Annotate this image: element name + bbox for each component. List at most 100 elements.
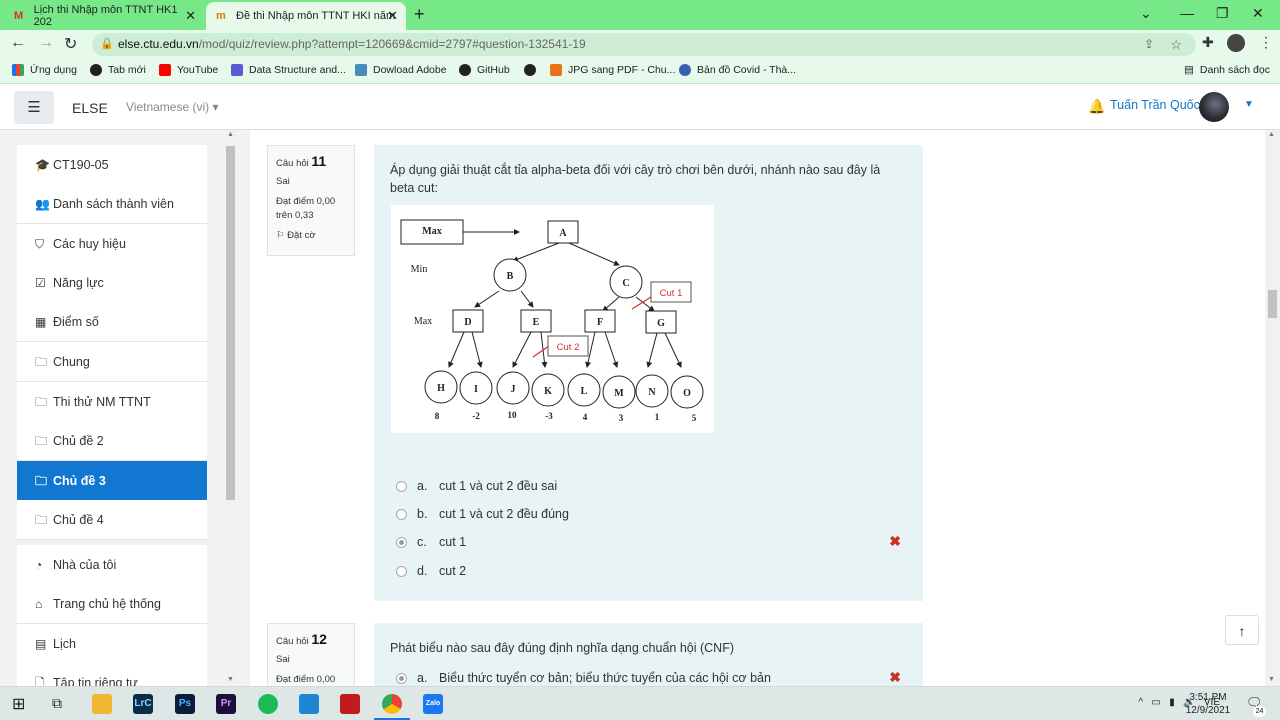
radio-button[interactable] [396, 565, 407, 577]
drawer-item-general[interactable]: 🗀Chung [17, 342, 207, 382]
avatar[interactable] [1199, 92, 1229, 122]
radio-button[interactable] [396, 508, 407, 520]
page-scrollbar[interactable] [1265, 130, 1280, 686]
drawer-item-practice[interactable]: 🗀Thi thử NM TTNT [17, 382, 207, 422]
chevron-up-icon[interactable]: ^ [1138, 697, 1144, 708]
bookmark-globe[interactable] [524, 64, 542, 76]
question-body: Phát biểu nào sau đây đúng định nghĩa dạ… [374, 623, 923, 686]
zalo-icon[interactable]: Zalo [423, 694, 443, 714]
browser-tab-active[interactable]: m Đề thi Nhập môn TTNT HKI năm ✕ [206, 2, 406, 30]
bookmark-data-structure[interactable]: Data Structure and... [231, 64, 346, 76]
bookmarks-bar: Ứng dụng Tab mới YouTube Data Structure … [0, 59, 1280, 84]
drawer-item-grades[interactable]: ▦Điểm số [17, 302, 207, 342]
new-tab-button[interactable]: + [414, 4, 425, 24]
bookmark-covid-map[interactable]: Bản đồ Covid - Thà... [679, 64, 796, 76]
bookmark-youtube[interactable]: YouTube [159, 64, 218, 76]
tree-node-label: L [581, 386, 588, 397]
drawer-item-badges[interactable]: ⛉Các huy hiệu [17, 224, 207, 264]
scroll-up-icon[interactable]: ▲ [1268, 131, 1275, 138]
bookmark-adobe[interactable]: Dowload Adobe [355, 64, 447, 76]
url-bar[interactable]: 🔒 else.ctu.edu.vn/mod/quiz/review.php?at… [92, 33, 1196, 56]
close-window-button[interactable]: ✕ [1252, 5, 1264, 21]
reading-list[interactable]: ▤Danh sách đọc [1184, 64, 1270, 76]
battery-icon[interactable]: ▮ [1169, 697, 1175, 708]
flag-icon: ⚐ [276, 230, 285, 241]
tree-edge [474, 290, 500, 308]
minimize-button[interactable]: — [1180, 5, 1194, 21]
scroll-down-icon[interactable]: ▼ [1268, 676, 1275, 683]
drawer-item-competencies[interactable]: ☑Năng lực [17, 263, 207, 303]
tree-edge [512, 242, 560, 262]
vscode-icon[interactable] [299, 694, 319, 714]
close-tab-icon[interactable]: ✕ [387, 8, 398, 23]
drawer-item-topic-3[interactable]: 🗀Chủ đề 3 [17, 461, 207, 501]
drawer-item-dashboard[interactable]: ◔Nhà của tôi [17, 545, 207, 585]
profile-avatar[interactable] [1227, 34, 1245, 52]
extensions-icon[interactable]: ✚ [1202, 34, 1214, 50]
gmail-icon: M [14, 9, 24, 22]
scroll-up-icon[interactable]: ▲ [227, 131, 234, 138]
radio-button[interactable] [396, 480, 407, 492]
bookmark-github[interactable]: GitHub [459, 64, 510, 76]
star-icon[interactable]: ☆ [1170, 37, 1182, 52]
back-icon[interactable]: ← [10, 34, 26, 51]
notification-bell-icon[interactable]: 🔔 [1088, 98, 1106, 114]
answer-option-d[interactable]: d. cut 2 [396, 564, 466, 578]
drawer-item-topic-2[interactable]: 🗀Chủ đề 2 [17, 421, 207, 461]
bookmark-jpg-pdf[interactable]: JPG sang PDF - Chu... [550, 64, 675, 76]
reload-icon[interactable]: ↻ [64, 36, 78, 53]
task-view-icon[interactable]: ⧉ [52, 695, 62, 711]
lightroom-icon[interactable]: LrC [133, 694, 153, 714]
volume-icon[interactable]: 🔈 [1183, 697, 1196, 708]
tree-node-f [584, 309, 616, 333]
tree-node-b [493, 258, 527, 292]
bookmark-new-tab[interactable]: Tab mới [90, 64, 146, 76]
answer-option-a[interactable]: a. cut 1 và cut 2 đều sai [396, 479, 557, 493]
share-icon[interactable]: ⇪ [1143, 37, 1154, 51]
drawer-scrollbar-thumb[interactable] [226, 146, 235, 500]
leaf-value: 4 [583, 412, 588, 422]
photoshop-icon[interactable]: Ps [175, 694, 195, 714]
game-app-icon[interactable] [340, 694, 360, 714]
page-scrollbar-thumb[interactable] [1268, 290, 1277, 318]
answer-option-c[interactable]: c. cut 1 [396, 535, 466, 549]
answer-option-b[interactable]: b. cut 1 và cut 2 đều đúng [396, 507, 569, 521]
scroll-down-icon[interactable]: ▼ [227, 676, 234, 683]
browser-tab[interactable]: M Lịch thi Nhập môn TTNT HK1 202 ✕ [4, 2, 204, 30]
user-name[interactable]: Tuấn Trần Quốc [1110, 98, 1200, 112]
drawer-item-site-home[interactable]: ⌂Trang chủ hệ thống [17, 584, 207, 624]
radio-button-checked[interactable] [396, 536, 407, 548]
forward-icon[interactable]: → [38, 34, 54, 51]
flag-question[interactable]: ⚐ Đặt cờ [276, 230, 316, 241]
drawer-toggle-button[interactable]: ☰ [14, 91, 54, 124]
tree-node-label: O [683, 388, 691, 399]
drawer-item-course[interactable]: 🎓CT190-05 [17, 145, 207, 185]
drawer-item-topic-4[interactable]: 🗀Chủ đề 4 [17, 500, 207, 540]
drawer-item-participants[interactable]: 👥Danh sách thành viên [17, 184, 207, 224]
drawer-item-private-files[interactable]: 🗋Tập tin riêng tư [17, 663, 207, 686]
drawer-item-calendar[interactable]: ▤Lịch [17, 624, 207, 664]
windows-start-icon[interactable]: ⊞ [12, 696, 26, 713]
bookmark-apps[interactable]: Ứng dụng [12, 64, 77, 76]
user-menu-caret-icon[interactable]: ▼ [1244, 99, 1254, 110]
maximize-button[interactable]: ❐ [1216, 5, 1229, 21]
premiere-icon[interactable]: Pr [216, 694, 236, 714]
site-brand[interactable]: ELSE [72, 100, 108, 116]
network-icon[interactable]: ▭ [1151, 697, 1161, 708]
chrome-icon[interactable] [382, 694, 402, 714]
apps-grid-icon [12, 64, 24, 76]
tab-search-icon[interactable]: ⌄ [1140, 5, 1152, 21]
menu-kebab-icon[interactable]: ⋮ [1259, 34, 1273, 50]
input-language[interactable]: VIE [1203, 697, 1220, 708]
language-menu[interactable]: Vietnamese (vi) ▾ [126, 100, 219, 114]
file-explorer-icon[interactable] [92, 694, 112, 714]
back-to-top-button[interactable]: ↑ [1225, 615, 1259, 645]
radio-button-checked[interactable] [396, 672, 407, 684]
tree-node-label: H [437, 383, 445, 394]
spotify-icon[interactable] [258, 694, 278, 714]
tree-node-e [520, 309, 552, 333]
answer-option-a[interactable]: a. Biểu thức tuyển cơ bản; biểu thức tuy… [396, 671, 771, 685]
question-body: Áp dụng giải thuật cắt tỉa alpha-beta đố… [374, 145, 923, 601]
clock[interactable]: 3:51 PM 12/9/2021 [1178, 691, 1238, 717]
close-tab-icon[interactable]: ✕ [185, 8, 196, 23]
